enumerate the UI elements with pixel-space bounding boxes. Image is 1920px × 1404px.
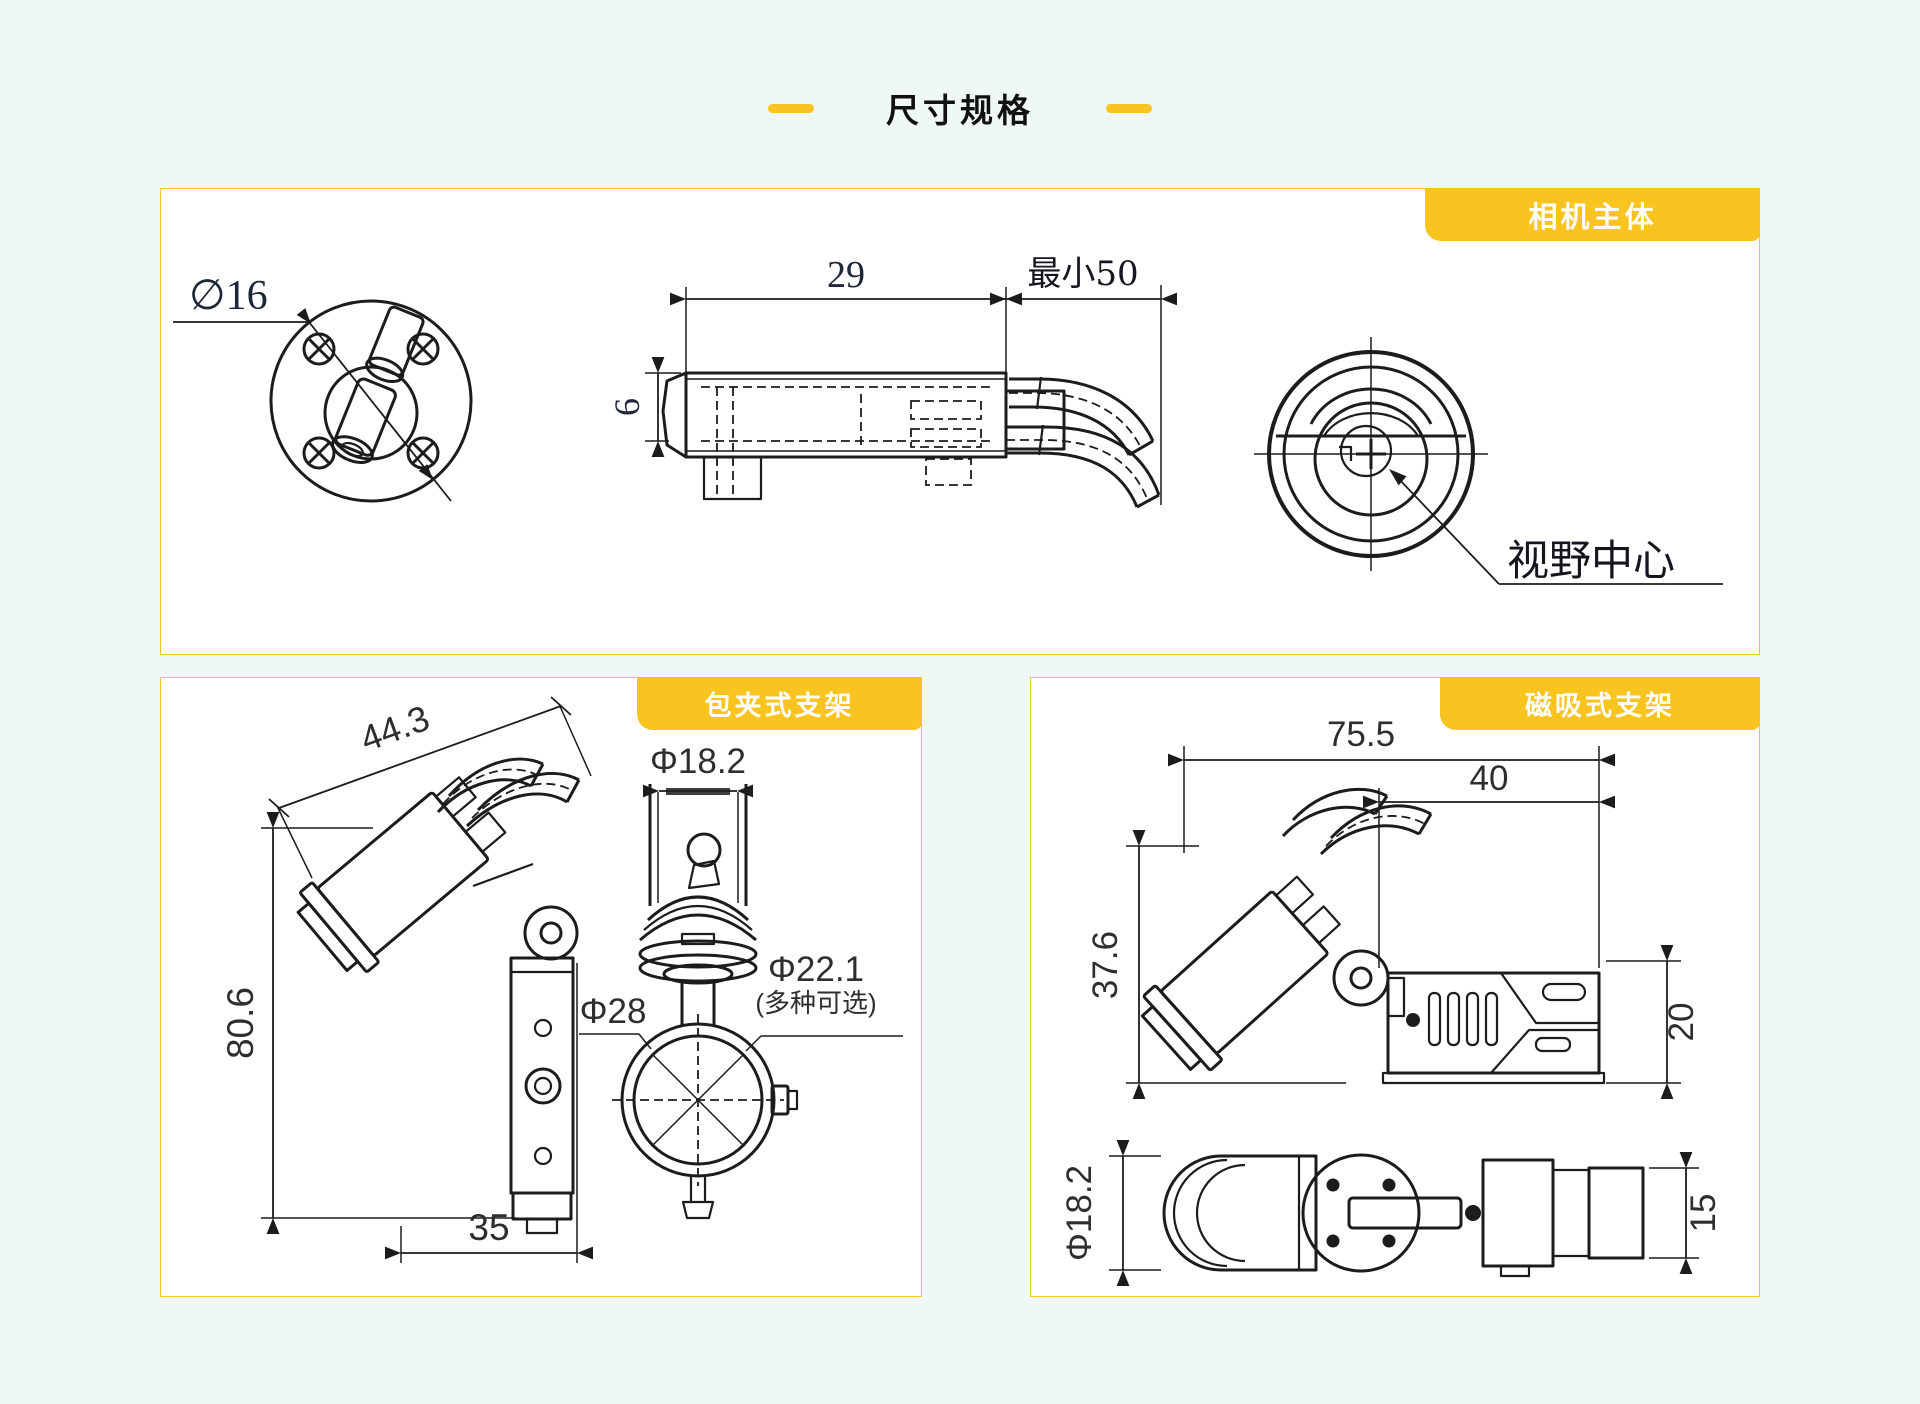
dim-body-length: 29	[827, 254, 865, 296]
page-title: 尺寸规格	[886, 92, 1034, 129]
camera-cables	[1006, 376, 1161, 509]
dim-ring-outer: Φ28	[580, 992, 647, 1031]
fov-center-label: 视野中心	[1507, 536, 1675, 585]
clamp-bracket-drawing: 44.3 80.6 35 Φ18.2	[220, 696, 903, 1263]
dim-arm-length: 44.3	[355, 697, 435, 759]
clamp-front-view: Φ18.2	[579, 742, 903, 1220]
dim-top-diameter: Φ18.2	[650, 742, 746, 781]
camera-rear-view: 视野中心	[1254, 337, 1723, 585]
dim-base-width: 35	[468, 1207, 509, 1248]
dim-body-diameter: Φ18.2	[1060, 1165, 1099, 1261]
magnet-bracket-drawing: 75.5 40 37.6 20	[1060, 715, 1723, 1287]
dim-bar-width: 15	[1684, 1194, 1723, 1233]
camera-front-view: ∅16	[173, 273, 473, 503]
dim-magnet-height: 37.6	[1086, 931, 1125, 999]
title-dash-right	[1106, 103, 1152, 113]
dim-ring-inner: Φ22.1	[768, 950, 864, 989]
clamp-side-view: 44.3 80.6 35	[220, 696, 594, 1263]
tab-magnet-bracket: 磁吸式支架	[1440, 677, 1760, 730]
panel-magnet-bracket: 75.5 40 37.6 20	[1030, 677, 1760, 1297]
title-dash-left	[768, 103, 814, 113]
page-header: 尺寸规格	[0, 84, 1920, 132]
panel-clamp-bracket: 44.3 80.6 35 Φ18.2	[160, 677, 922, 1297]
dim-total-length: 75.5	[1327, 715, 1395, 754]
tab-clamp-bracket: 包夹式支架	[637, 677, 922, 730]
dim-front-diameter: ∅16	[189, 273, 268, 319]
dim-bar-height: 20	[1662, 1003, 1701, 1042]
dim-bar-length: 40	[1470, 759, 1509, 798]
panel-camera-body: ∅16 29 最小50	[160, 188, 1760, 655]
camera-side-view: 29 最小50	[607, 254, 1178, 509]
dim-total-height: 80.6	[220, 987, 261, 1059]
tab-camera-body: 相机主体	[1425, 188, 1760, 241]
dim-min-clearance: 最小50	[1027, 254, 1138, 294]
dim-ring-inner-note: (多种可选)	[755, 988, 876, 1018]
dim-step-height: 6	[607, 398, 647, 416]
camera-body-drawing: ∅16 29 最小50	[173, 254, 1723, 585]
magnet-top-view: Φ18.2 15	[1060, 1139, 1723, 1287]
magnet-side-view: 75.5 40 37.6 20	[1086, 715, 1701, 1100]
